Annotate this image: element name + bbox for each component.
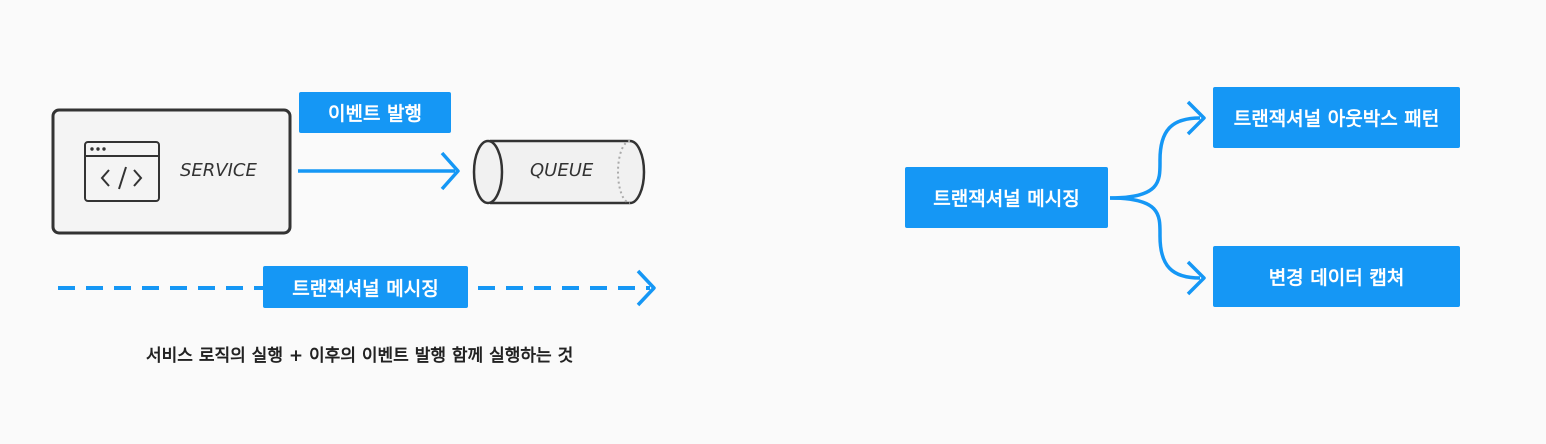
publish-event-label: 이벤트 발행 — [299, 92, 451, 133]
transactional-messaging-label: 트랜잭셔널 메시징 — [263, 266, 468, 308]
publish-arrow — [298, 151, 460, 191]
queue-label: QUEUE — [530, 160, 594, 181]
service-box — [51, 108, 292, 235]
code-window-icon — [84, 141, 160, 202]
caption: 서비스 로직의 실행 + 이후의 이벤트 발행 함께 실행하는 것 — [146, 346, 574, 366]
branch-connectors — [1109, 100, 1206, 296]
service-label: SERVICE — [180, 160, 257, 181]
branch-node-outbox-pattern: 트랜잭셔널 아웃박스 패턴 — [1213, 87, 1460, 148]
branch-node-change-data-capture: 변경 데이터 캡쳐 — [1213, 246, 1460, 307]
root-node-transactional-messaging: 트랜잭셔널 메시징 — [905, 167, 1108, 228]
queue-cylinder — [472, 139, 646, 205]
